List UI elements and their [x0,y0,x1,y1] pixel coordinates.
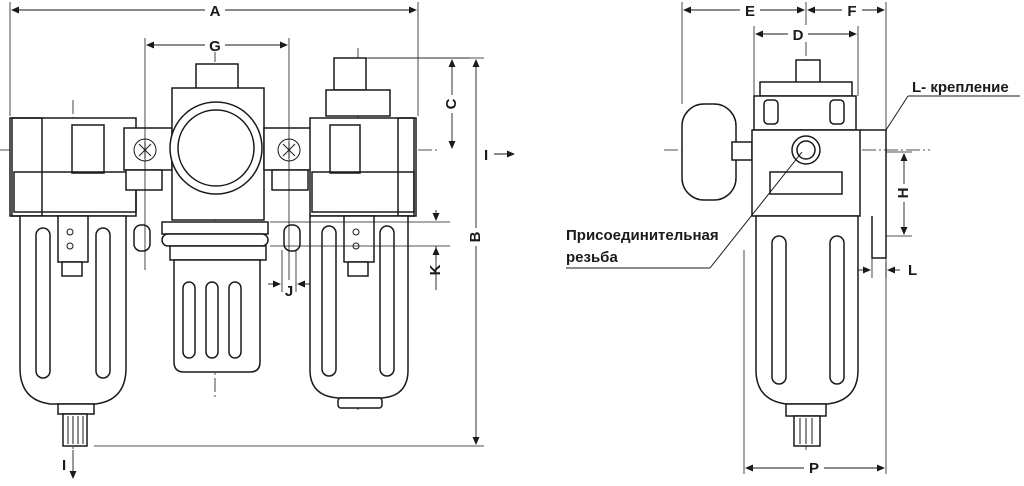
filter-bowl [19,215,127,405]
lubricator-unit [309,57,417,409]
right-connector [263,127,313,252]
side-head-upper [753,95,857,131]
lubricator-bowl [309,215,409,399]
dimension-L-label: L [908,262,917,279]
dimension-H-label: H [895,188,912,199]
connection-port [791,135,821,165]
lubricator-clip [343,215,375,263]
regulator-top-cap [195,63,239,91]
dimension-A-label: A [210,3,221,20]
flow-direction-label: I [484,147,488,164]
regulator-gauge-port [169,101,263,195]
drain-direction-label: I [62,457,66,474]
mounting-note: L- крепление [912,79,1009,96]
dimension-K-label: K [427,264,444,275]
dimension-P-label: P [809,460,819,477]
filter-head [9,117,137,217]
pressure-gauge [681,103,737,201]
gauge-stem [731,141,753,161]
thread-leader [709,151,803,269]
thread-note-line1: Присоединительная [566,227,719,244]
dimension-C-label: C [443,98,460,109]
lubricator-cap [333,57,367,91]
dimension-B-label: B [467,231,484,242]
front-view: A G C B K J I I [0,2,515,479]
filter-clip [57,215,89,263]
mounting-bracket [860,129,887,259]
filter-drain-nut [57,403,95,415]
side-drain-knob [793,415,821,447]
filter-unit [9,117,137,447]
lubricator-head [309,117,417,217]
thread-note-line2: резьба [566,249,618,266]
dimension-G-label: G [209,38,221,55]
mounting-leader [885,95,909,131]
regulator-unit [161,63,269,373]
dimension-E-label: E [745,3,755,20]
left-connector [123,127,173,252]
side-bowl [755,215,859,405]
side-view: E F D H L P L- крепление П [566,2,1020,477]
dimension-F-label: F [847,3,856,20]
dimension-J-label: J [285,283,293,300]
dimension-D-label: D [793,27,804,44]
